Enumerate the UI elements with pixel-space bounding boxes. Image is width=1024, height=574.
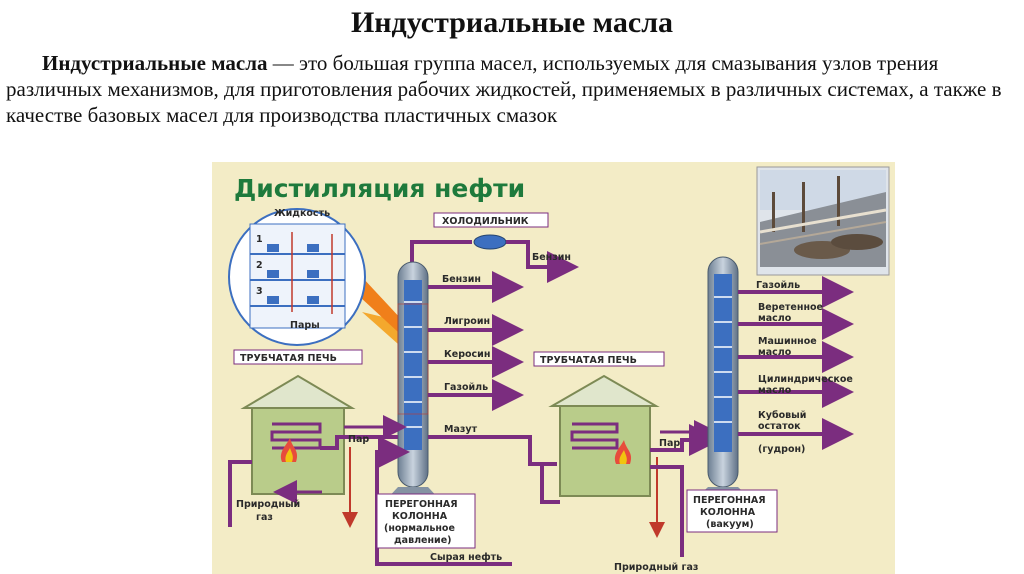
left-gas-label-2: газ: [256, 512, 273, 523]
product-kerosene: Керосин: [444, 349, 490, 360]
product-gasoil: Газойль: [444, 382, 488, 393]
product-fuel-oil: Мазут: [444, 424, 478, 435]
svg-text:ПЕРЕГОННАЯ: ПЕРЕГОННАЯ: [385, 499, 458, 510]
cooler: ХОЛОДИЛЬНИК Бензин: [410, 212, 579, 283]
left-furnace: ТРУБЧАТАЯ ПЕЧЬ Пар Природный газ: [228, 349, 407, 528]
product-spindle-oil-1: Веретенное: [758, 302, 823, 313]
inset-num-1: 1: [256, 234, 263, 245]
inset-num-3: 3: [256, 286, 263, 297]
oil-distillation-diagram: Дистилляция нефти Жидко: [212, 162, 895, 574]
crude-oil-label: Сырая нефть: [430, 552, 502, 563]
cooler-label: ХОЛОДИЛЬНИК: [442, 216, 529, 227]
page-title: Индустриальные масла: [350, 6, 674, 39]
svg-text:(вакуум): (вакуум): [706, 519, 754, 530]
svg-text:КОЛОННА: КОЛОННА: [700, 507, 756, 518]
svg-text:КОЛОННА: КОЛОННА: [392, 511, 448, 522]
diagram-heading: Дистилляция нефти: [234, 174, 525, 203]
left-furnace-label: ТРУБЧАТАЯ ПЕЧЬ: [240, 353, 337, 364]
product-tar: (гудрон): [758, 444, 805, 455]
product-machine-oil-2: масло: [758, 347, 792, 358]
product-ligroin: Лигроин: [444, 316, 490, 327]
definition-paragraph: Индустриальные масла — это большая групп…: [6, 50, 1018, 128]
product-residue-2: остаток: [758, 421, 801, 432]
definition-text: — это большая группа масел, используемых…: [6, 51, 1002, 127]
product-cylinder-oil-1: Цилиндрическое: [758, 374, 853, 385]
product-cylinder-oil-2: масло: [758, 385, 792, 396]
left-column-caption: ПЕРЕГОННАЯ КОЛОННА (нормальное давление): [376, 493, 476, 549]
right-gas-label: Природный газ: [614, 562, 698, 573]
product-gasoil-vac: Газойль: [756, 280, 800, 291]
product-gasoline: Бензин: [442, 274, 481, 285]
left-steam-label: Пар: [348, 434, 369, 445]
refinery-photo: [756, 166, 890, 276]
product-residue-1: Кубовый: [758, 410, 806, 421]
vacuum-column: [694, 256, 752, 500]
product-spindle-oil-2: масло: [758, 313, 792, 324]
right-column-caption: ПЕРЕГОННАЯ КОЛОННА (вакуум): [686, 489, 778, 533]
inset-num-2: 2: [256, 260, 263, 271]
tray-detail-inset: Жидкость Пары 1 2 3: [228, 208, 407, 352]
right-products: Газойль Веретенное масло Машинное масло …: [738, 276, 854, 455]
right-furnace: ТРУБЧАТАЯ ПЕЧЬ Пар Природный газ: [533, 351, 721, 573]
inset-vapors-label: Пары: [290, 320, 320, 331]
svg-text:ПЕРЕГОННАЯ: ПЕРЕГОННАЯ: [693, 495, 766, 506]
svg-text:давление): давление): [394, 535, 452, 546]
product-machine-oil-1: Машинное: [758, 336, 817, 347]
term: Индустриальные масла: [42, 51, 268, 75]
right-furnace-label: ТРУБЧАТАЯ ПЕЧЬ: [540, 355, 637, 366]
right-steam-label: Пар: [659, 438, 680, 449]
cooler-gasoline-label: Бензин: [532, 252, 571, 263]
left-gas-label-1: Природный: [236, 499, 300, 510]
svg-text:(нормальное: (нормальное: [384, 523, 455, 534]
inset-liquid-label: Жидкость: [274, 208, 330, 219]
